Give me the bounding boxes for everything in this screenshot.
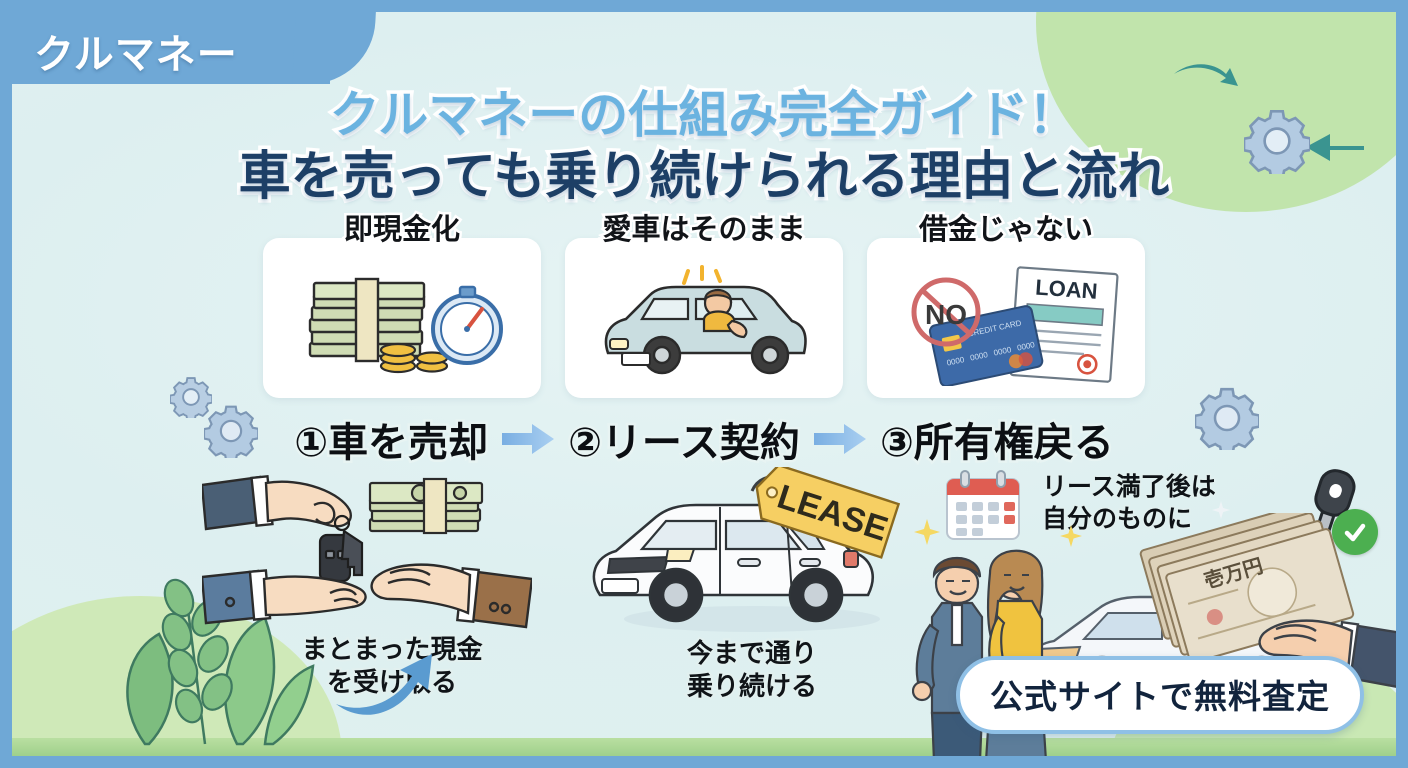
lease-car-icon: LEASE [592, 463, 901, 632]
curved-arrow-icon [336, 654, 432, 715]
benefit-card: 即現金化 [263, 212, 541, 398]
gear-icon [1195, 387, 1259, 450]
step-2-caption-line-2: 乗り続ける [685, 669, 819, 703]
svg-text:0000: 0000 [946, 355, 966, 368]
step-2-panel: LEASE 今まで通り 乗り続ける [572, 463, 902, 702]
step-label-3: ③所有権戻る [877, 419, 1116, 468]
benefit-card: 愛車はそのまま [565, 212, 843, 398]
step-1-caption-line-1: まとまった現金 [300, 632, 485, 666]
step-2-caption-line-1: 今まで通り [685, 636, 819, 670]
car-driver-icon [565, 260, 843, 390]
brand-logo-text: クルマネー [34, 33, 238, 77]
check-circle-icon [1332, 509, 1378, 555]
step-2-caption: 今まで通り 乗り続ける [652, 636, 852, 703]
svg-text:0000: 0000 [993, 345, 1013, 358]
teal-arrow-left-icon [1306, 134, 1364, 161]
title-block: クルマネーの仕組み完全ガイド！ 車を売っても乗り続けられる理由と流れ [12, 84, 1396, 210]
no-loan-card-icon: LOAN [867, 260, 1145, 390]
benefit-label: 即現金化 [341, 212, 462, 249]
step-3-note-line-2: 自分のものに [1041, 504, 1194, 535]
canvas: クルマネー クルマネーの仕組み完全ガイド！ 車を売っても乗り続けられる理由と流れ… [12, 12, 1396, 756]
svg-text:0000: 0000 [1016, 340, 1036, 353]
brand-logo-tab[interactable]: クルマネー [12, 12, 330, 84]
loan-doc-title: LOAN [1034, 275, 1098, 304]
gear-icon [1244, 109, 1310, 174]
step-1-panel: まとまった現金 を受け取る [200, 467, 534, 698]
gear-icon [170, 377, 212, 418]
stopwatch [431, 285, 503, 365]
step-arrow-icon [813, 424, 866, 454]
page-title-line-2: 車を売っても乗り続けられる理由と流れ [235, 144, 1173, 209]
benefit-label: 愛車はそのまま [600, 212, 808, 249]
page-title-line-1: クルマネーの仕組み完全ガイド！ [326, 84, 1082, 147]
sparkle-icon [914, 519, 940, 545]
cash-stopwatch-icon [263, 260, 541, 390]
step-1-caption-line-2: を受け取る [325, 665, 459, 699]
benefit-card-list: 即現金化 [263, 212, 1145, 398]
svg-text:0000: 0000 [969, 350, 989, 363]
plant-leaves-icon [126, 578, 315, 746]
step-3-note: リース満了後は 自分のものに [1041, 471, 1218, 535]
sparkle-icon [1060, 525, 1082, 547]
step-label-2: ②リース契約 [566, 419, 803, 468]
step-1-caption: まとまった現金 を受け取る [282, 632, 502, 699]
step-3-note-line-1: リース満了後は [1041, 472, 1218, 503]
step-header-row: ①車を売却 ②リース契約 ③所有権戻る [12, 410, 1396, 468]
gear-icon [204, 405, 258, 458]
driver [702, 288, 748, 339]
benefit-card: 借金じゃない LOAN [867, 212, 1145, 398]
calendar-icon [946, 470, 1020, 540]
hands-keys-cash-icon [200, 474, 534, 629]
teal-arrow-icon [1174, 64, 1238, 86]
sparkle-icon [1212, 501, 1230, 519]
benefit-label: 借金じゃない [916, 212, 1095, 249]
no-text: NO [925, 299, 967, 330]
step-arrow-icon [502, 424, 555, 454]
step-label-1: ①車を売却 [292, 419, 491, 468]
ground-strip-decoration [12, 738, 1396, 756]
cta-button-label: 公式サイトで無料査定 [990, 678, 1330, 715]
cta-button[interactable]: 公式サイトで無料査定 [956, 656, 1364, 734]
